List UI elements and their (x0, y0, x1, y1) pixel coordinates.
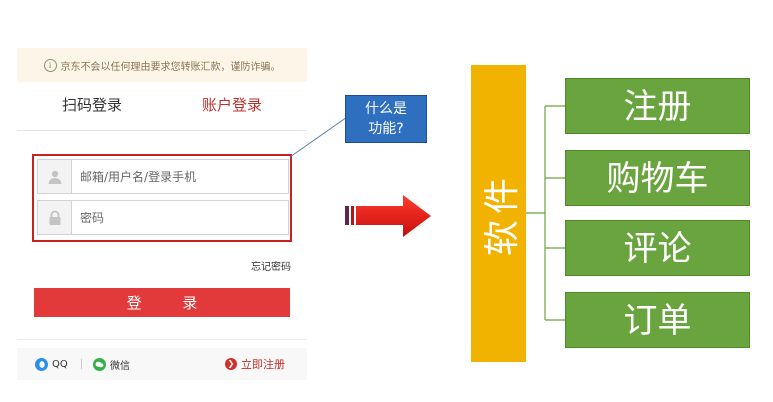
wechat-label: 微信 (110, 360, 130, 372)
tab-divider (17, 130, 307, 131)
highlighted-login-fields (32, 154, 292, 242)
tab-account-login[interactable]: 账户登录 (201, 96, 262, 114)
callout-text-line2: 功能? (368, 121, 404, 137)
mindmap-node-order: 订单 (565, 292, 750, 348)
callout-what-is-function: 什么是 功能? (345, 95, 427, 143)
third-party-login-row: QQ 微信 ❯ 立即注册 (17, 348, 307, 380)
security-notice-bar: i 京东不会以任何理由要求您转账汇款，谨防诈骗。 (17, 48, 307, 82)
wechat-login-link[interactable]: 微信 (93, 357, 130, 372)
mindmap-node-review: 评论 (565, 220, 750, 276)
user-icon (38, 160, 72, 193)
mindmap-node-register: 注册 (565, 78, 750, 134)
mindmap-root-label: 软件 (481, 171, 523, 256)
forgot-password-link[interactable]: 忘记密码 (251, 262, 291, 273)
password-input[interactable] (72, 202, 280, 233)
social-separator (81, 359, 82, 369)
register-link[interactable]: ❯ 立即注册 (225, 356, 285, 372)
tab-qr-login[interactable]: 扫码登录 (61, 96, 122, 114)
security-notice-text: 京东不会以任何理由要求您转账汇款，谨防诈骗。 (60, 61, 281, 73)
wechat-icon (93, 357, 106, 371)
mindmap-root-software: 软件 (471, 65, 526, 362)
info-icon: i (43, 58, 57, 72)
username-field[interactable] (37, 159, 289, 194)
qq-label: QQ (52, 358, 68, 370)
red-arrow-icon (345, 195, 431, 237)
qq-login-link[interactable]: QQ (35, 357, 68, 371)
mindmap-node-cart: 购物车 (565, 150, 750, 206)
register-label: 立即注册 (241, 358, 285, 371)
lock-icon (38, 201, 72, 234)
login-panel: i 京东不会以任何理由要求您转账汇款，谨防诈骗。 扫码登录 账户登录 (17, 48, 307, 388)
callout-text-line1: 什么是 (365, 101, 407, 117)
arrow-right-icon: ❯ (225, 358, 237, 370)
footer-divider (17, 339, 307, 340)
qq-icon (35, 357, 48, 371)
username-input[interactable] (72, 161, 280, 192)
login-button[interactable]: 登 录 (34, 288, 290, 317)
password-field[interactable] (37, 200, 289, 235)
